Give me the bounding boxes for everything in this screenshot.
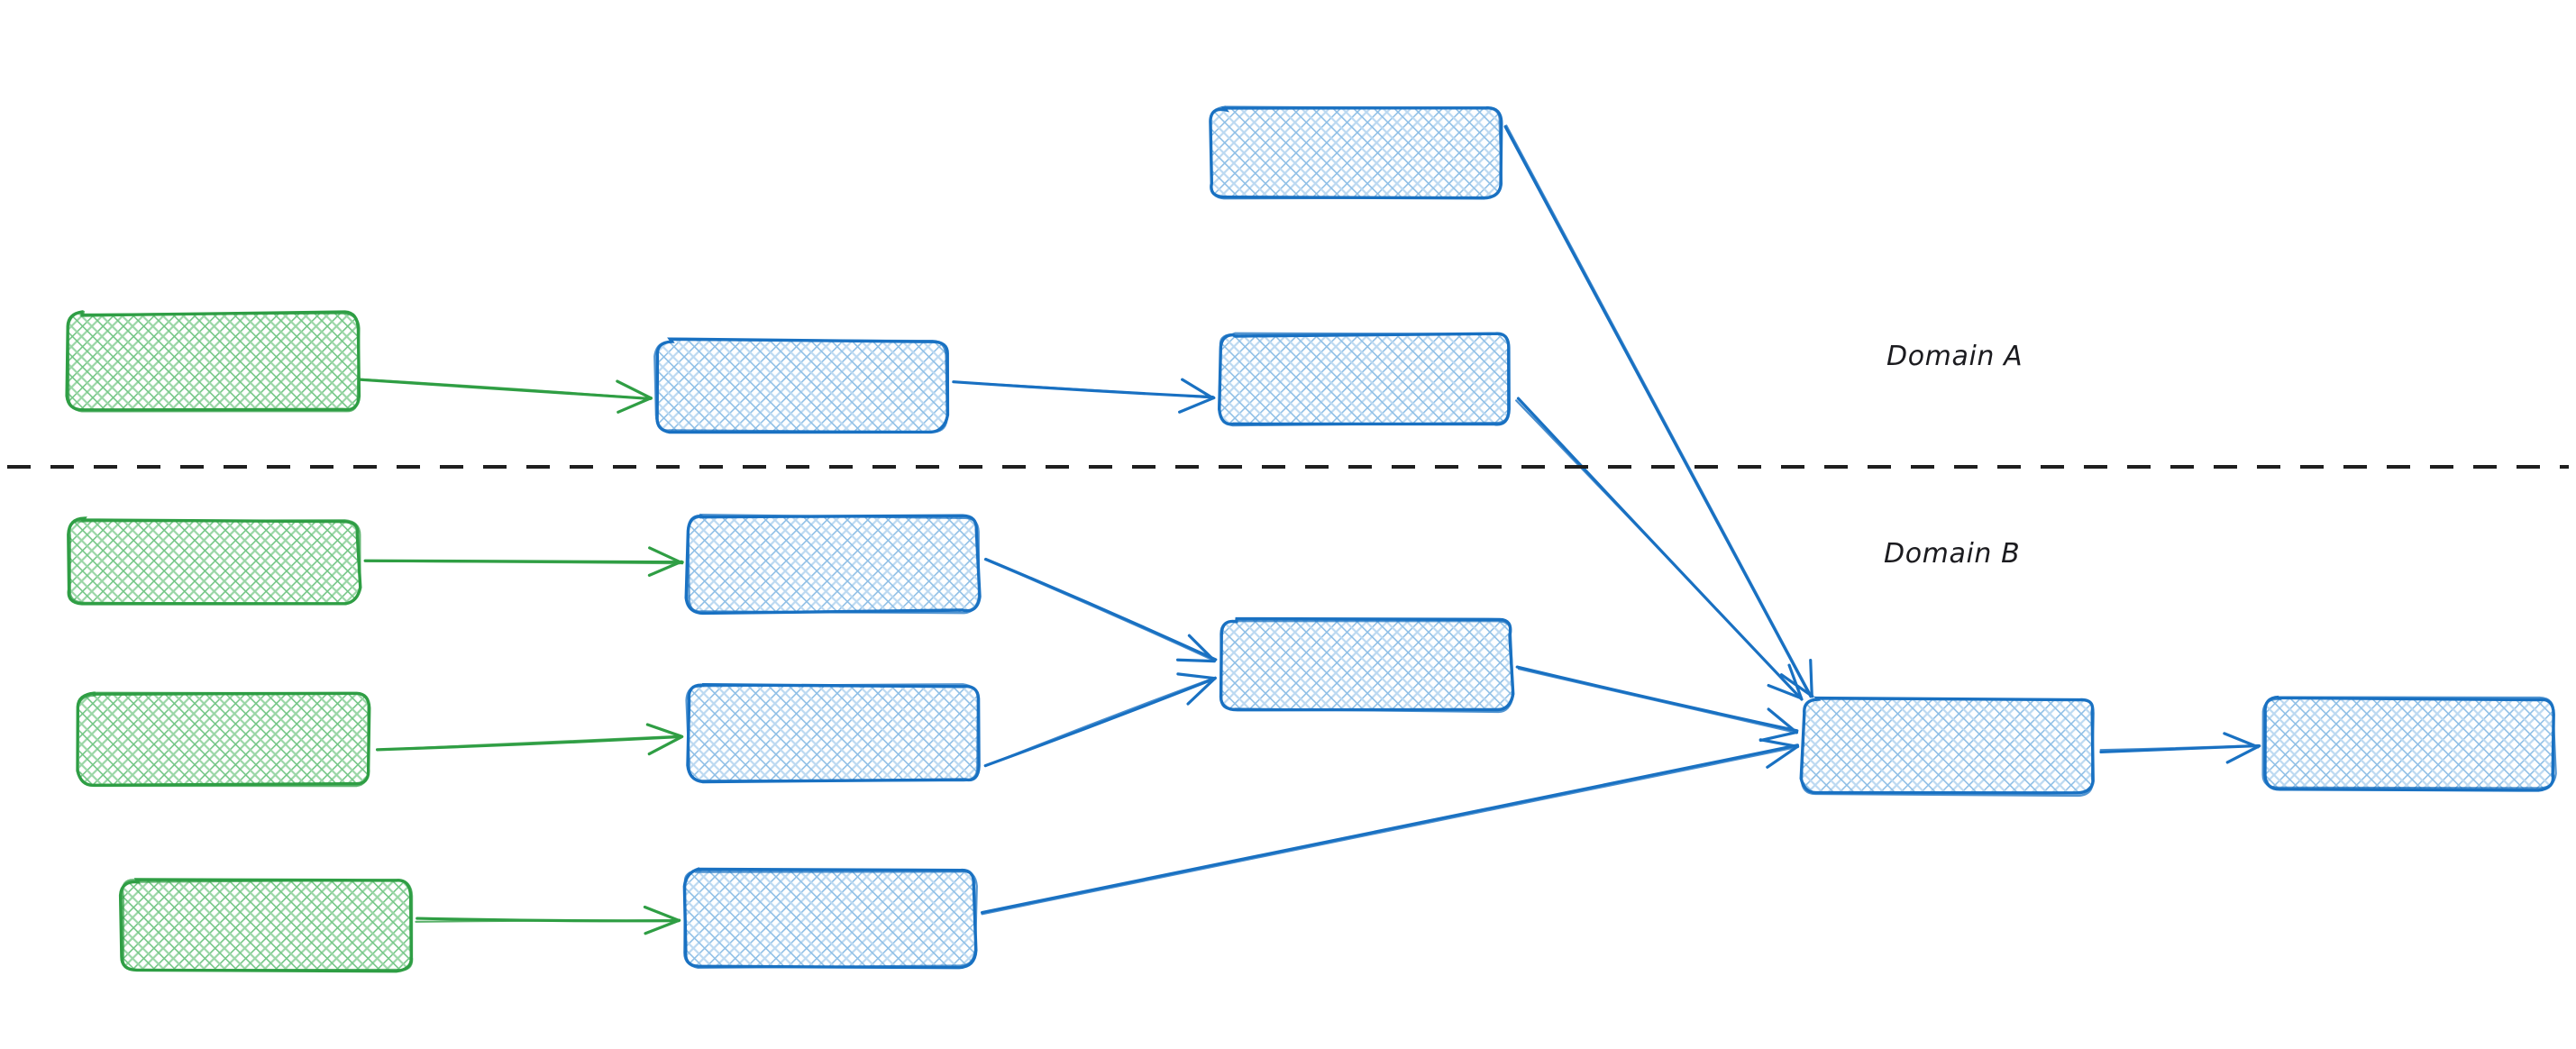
arrowhead-stroke bbox=[648, 546, 684, 565]
node-n-b-src3-green[interactable] bbox=[118, 878, 414, 973]
node-fill-cross bbox=[122, 880, 412, 971]
node-outline bbox=[1218, 332, 1510, 427]
node-outline bbox=[683, 869, 978, 970]
node-n-a-mid-blue[interactable] bbox=[653, 337, 950, 434]
arrowhead-stroke bbox=[616, 379, 653, 400]
node-fill-cross bbox=[688, 516, 978, 612]
node-outline bbox=[687, 513, 981, 615]
node-outline bbox=[1800, 698, 2095, 798]
edge-line bbox=[358, 378, 653, 400]
edge-e-b-p1-to-merge[interactable] bbox=[983, 557, 1218, 663]
edge-e-a-top-to-hub[interactable] bbox=[1503, 124, 1814, 698]
arrowhead-stroke bbox=[1767, 707, 1799, 734]
node-outline bbox=[69, 519, 361, 606]
arrowhead-stroke bbox=[647, 734, 684, 756]
arrowhead-stroke bbox=[1186, 676, 1217, 706]
node-fill-cross bbox=[69, 314, 359, 411]
node-n-a-right-blue[interactable] bbox=[1218, 332, 1511, 427]
arrowhead-stroke bbox=[645, 723, 682, 738]
edge-line bbox=[980, 743, 1800, 915]
node-n-b-proc1-blue[interactable] bbox=[684, 513, 982, 616]
node-n-b-proc2-blue[interactable] bbox=[685, 683, 981, 784]
node-n-b-src2-green[interactable] bbox=[76, 691, 371, 788]
arrowhead-stroke bbox=[1758, 731, 1798, 743]
edges-layer bbox=[358, 124, 2261, 935]
edge-e-b-p3-to-hub[interactable] bbox=[980, 738, 1800, 916]
node-outline bbox=[685, 683, 980, 782]
edge-line bbox=[953, 380, 1214, 399]
edge-e-a-src-to-mid[interactable] bbox=[358, 378, 653, 414]
edge-e-b-p2-to-merge[interactable] bbox=[983, 672, 1217, 768]
edge-line bbox=[1515, 665, 1799, 733]
node-outline bbox=[653, 338, 948, 433]
arrowhead-stroke bbox=[2223, 732, 2260, 749]
arrowhead-stroke bbox=[1766, 744, 1799, 769]
node-fill-cross bbox=[69, 520, 359, 603]
node-n-b-sink-blue[interactable] bbox=[2261, 695, 2557, 792]
edge-line bbox=[415, 919, 680, 923]
edge-line bbox=[2099, 743, 2260, 752]
node-outline bbox=[2261, 696, 2557, 789]
nodes-layer bbox=[65, 105, 2557, 973]
arrowhead-stroke bbox=[1787, 663, 1803, 699]
arrowhead-stroke bbox=[1767, 683, 1804, 700]
node-outline bbox=[76, 691, 370, 788]
arrowhead-stroke bbox=[1758, 738, 1800, 749]
domain-a-label: Domain A bbox=[1886, 341, 2023, 372]
node-fill-cross bbox=[688, 685, 978, 780]
node-fill-cross bbox=[1210, 108, 1501, 198]
edge-line bbox=[364, 560, 682, 565]
node-n-top-blue[interactable] bbox=[1209, 105, 1503, 200]
edge-e-b-src1-to-p1[interactable] bbox=[363, 546, 684, 577]
node-fill-cross bbox=[1219, 334, 1510, 424]
arrowhead-stroke bbox=[2225, 744, 2261, 764]
node-fill-cross bbox=[1803, 698, 2093, 794]
edge-line bbox=[983, 558, 1216, 662]
node-fill-cross bbox=[2264, 698, 2554, 789]
arrowhead-stroke bbox=[644, 918, 681, 935]
domain-b-label: Domain B bbox=[1884, 538, 2021, 570]
arrowhead-stroke bbox=[1175, 658, 1216, 663]
arrowhead-stroke bbox=[647, 560, 683, 577]
node-outline bbox=[1209, 105, 1503, 200]
edge-e-a-right-to-hub[interactable] bbox=[1515, 397, 1804, 701]
edge-line bbox=[981, 745, 1798, 916]
edge-line bbox=[1517, 668, 1798, 734]
edge-e-b-src2-to-p2[interactable] bbox=[375, 723, 684, 756]
edge-line bbox=[377, 734, 682, 751]
arrowhead-stroke bbox=[1181, 378, 1215, 400]
arrowhead-stroke bbox=[617, 397, 653, 414]
edge-line bbox=[1505, 124, 1812, 696]
node-fill-cross bbox=[656, 341, 946, 431]
node-n-b-hub-blue[interactable] bbox=[1799, 696, 2095, 798]
node-n-a-src-green[interactable] bbox=[65, 310, 361, 413]
arrowhead-stroke bbox=[1178, 396, 1216, 414]
node-outline bbox=[1219, 619, 1514, 714]
node-n-b-merge-blue[interactable] bbox=[1219, 616, 1515, 714]
edge-line bbox=[984, 676, 1217, 768]
node-outline bbox=[67, 310, 361, 413]
arrowhead-stroke bbox=[1176, 672, 1217, 680]
edge-e-b-merge-to-hub[interactable] bbox=[1515, 665, 1799, 743]
edge-e-b-hub-to-sink[interactable] bbox=[2099, 732, 2261, 764]
edge-e-b-src3-to-p3[interactable] bbox=[415, 905, 681, 935]
node-outline bbox=[121, 879, 414, 971]
arrowhead-stroke bbox=[643, 905, 681, 923]
arrowhead-stroke bbox=[1809, 658, 1813, 698]
node-fill-cross bbox=[1221, 620, 1512, 710]
node-n-b-src1-green[interactable] bbox=[67, 516, 362, 606]
edge-line bbox=[1515, 399, 1802, 700]
node-fill-cross bbox=[685, 871, 975, 966]
node-fill-cross bbox=[79, 694, 370, 784]
arrowhead-stroke bbox=[1187, 634, 1216, 662]
node-n-b-proc3-blue[interactable] bbox=[682, 867, 978, 970]
edge-e-a-mid-to-right[interactable] bbox=[952, 378, 1216, 414]
